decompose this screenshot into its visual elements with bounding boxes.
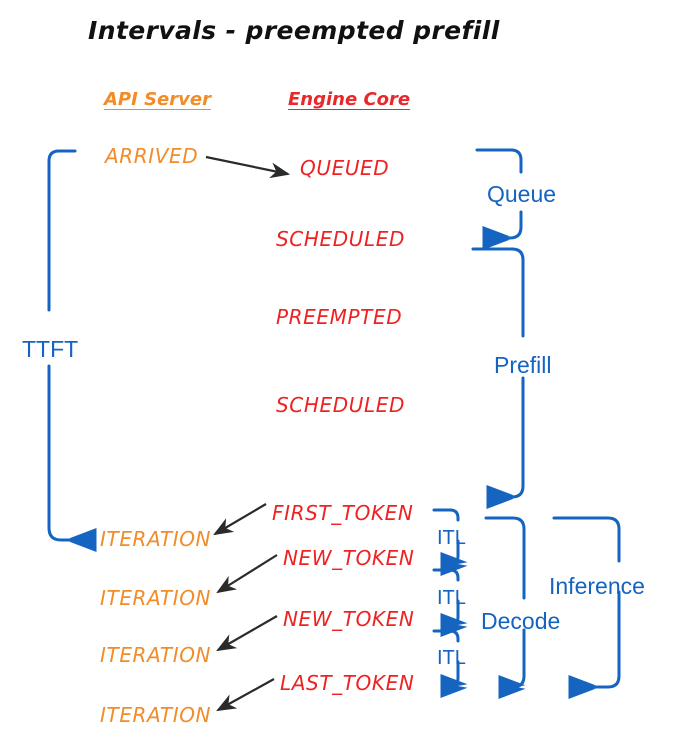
state-label-first-token: FIRST_TOKEN [272,501,414,525]
interval-bracket-itl-3 [432,629,468,698]
state-label-scheduled: SCHEDULED [276,227,405,251]
state-label-new-token: NEW_TOKEN [283,546,415,570]
state-label-new-token: NEW_TOKEN [283,607,415,631]
interval-label-itl: ITL [437,587,466,609]
interval-bracket-itl-1 [432,508,468,576]
interval-label-ttft: TTFT [22,336,79,362]
interval-label-queue: Queue [487,181,557,207]
interval-bracket-inference [552,516,621,699]
state-label-iteration: ITERATION [100,643,212,667]
interval-label-prefill: Prefill [494,352,552,378]
interval-bracket-itl-2 [432,568,468,637]
transition-arrow-new-token-to-iteration-1 [216,554,278,594]
interval-label-itl: ITL [437,647,466,669]
transition-arrow-first-token-to-iteration [213,503,267,536]
transition-arrow-arrived-to-queued [205,155,291,179]
interval-bracket-queue [475,148,523,250]
state-label-scheduled: SCHEDULED [276,393,405,417]
interval-label-itl: ITL [437,527,466,549]
state-label-preempted: PREEMPTED [276,305,403,329]
transition-arrow-new-token-to-iteration-2 [216,615,278,652]
state-label-arrived: ARRIVED [105,144,199,168]
transition-arrow-last-token-to-iteration [216,678,275,712]
state-label-queued: QUEUED [300,156,390,180]
interval-bracket-ttft [47,149,97,552]
state-label-iteration: ITERATION [100,586,212,610]
interval-bracket-decode [484,516,526,699]
state-label-last-token: LAST_TOKEN [280,671,415,695]
interval-bracket-prefill [471,247,525,509]
column-header-api-server: API Server [104,89,211,110]
column-header-engine-core: Engine Core [288,89,411,110]
interval-label-inference: Inference [549,573,645,599]
state-label-iteration: ITERATION [100,527,212,551]
page-title: Intervals - preempted prefill [88,16,500,45]
state-label-iteration: ITERATION [100,703,212,727]
interval-label-decode: Decode [481,608,561,634]
